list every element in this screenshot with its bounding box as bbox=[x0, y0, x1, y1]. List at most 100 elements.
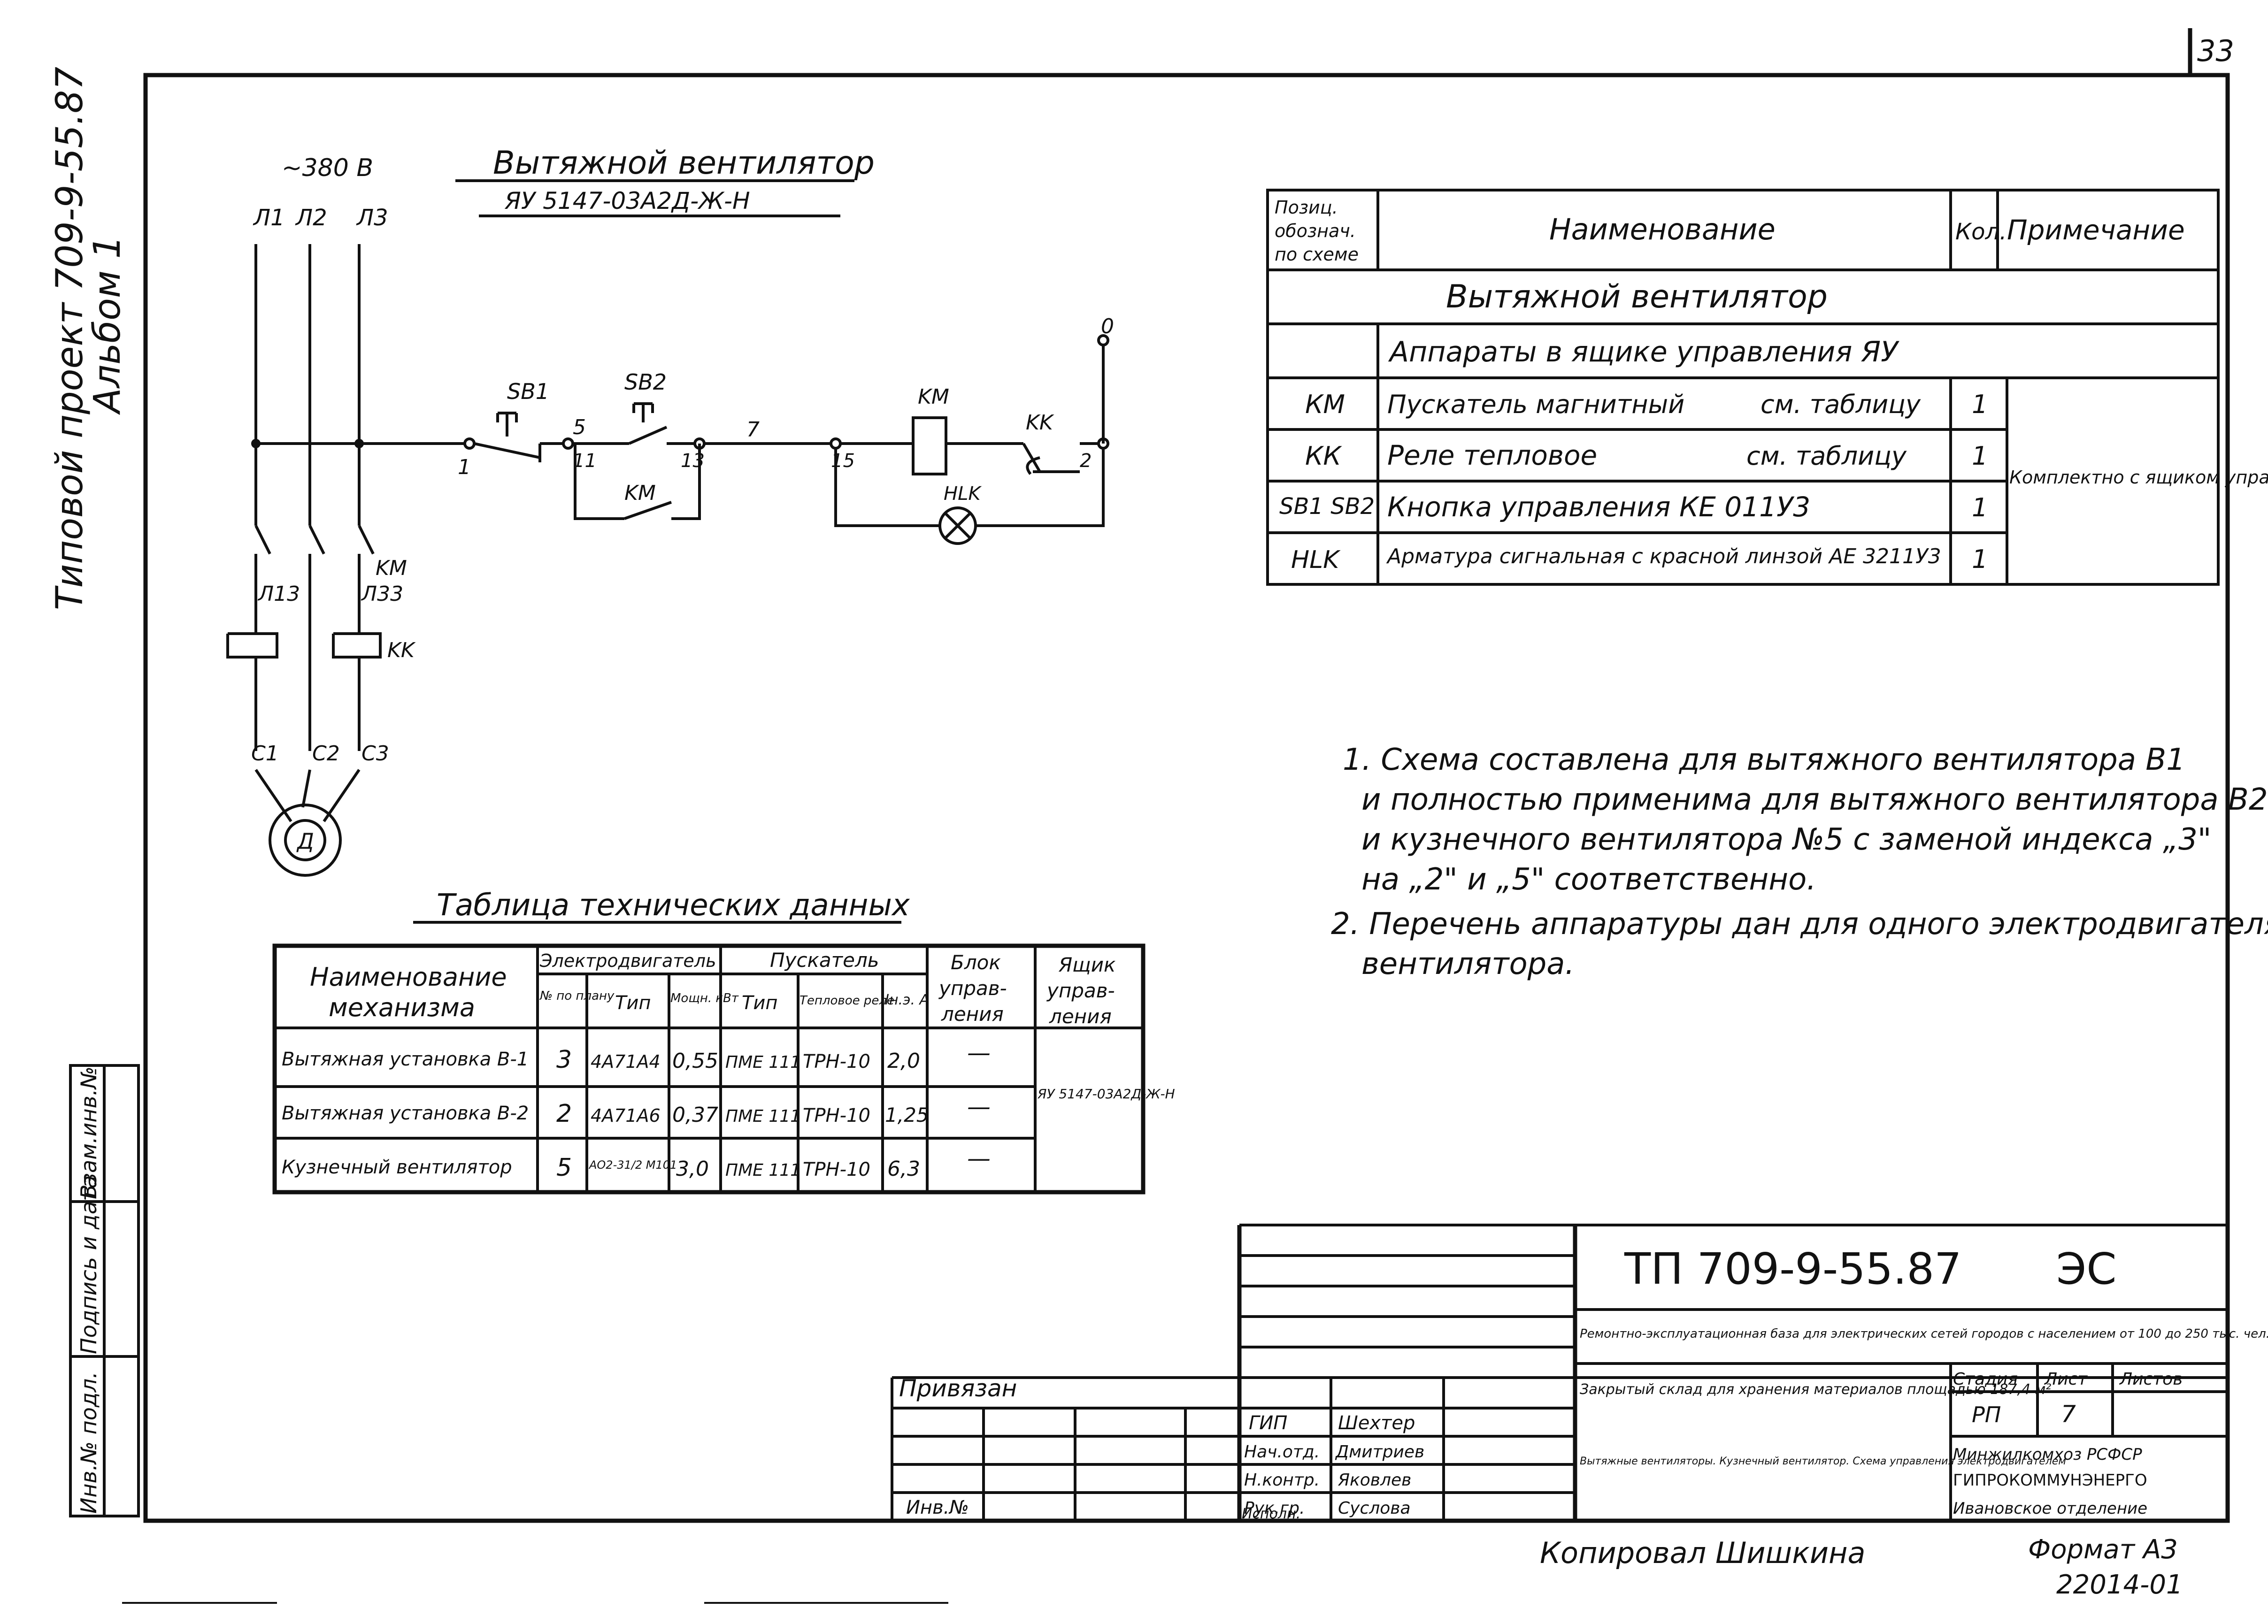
schematic-voltage: ~380 В bbox=[282, 154, 373, 182]
spec-h-name: Наименование bbox=[1549, 212, 1776, 246]
tech-table: Таблица технических данных Наименование … bbox=[272, 888, 1175, 1195]
note-line-3: и кузнечного вентилятора №5 с заменой ин… bbox=[1361, 822, 2211, 857]
node-2: 2 bbox=[1080, 450, 1092, 472]
km-coil bbox=[912, 416, 947, 475]
tb-sheet-title: Вытяжные вентиляторы. Кузнечный вентилят… bbox=[1580, 1455, 2066, 1467]
spec-h-qty: Кол. bbox=[1955, 219, 2007, 245]
motor-lead-c3: С3 bbox=[361, 742, 389, 766]
tb-sheet-h: Лист bbox=[2044, 1370, 2088, 1389]
spec-h-pos-1: Позиц. bbox=[1275, 197, 1338, 218]
schematic-title: Вытяжной вентилятор bbox=[493, 145, 875, 182]
spec-row-km-qty: 1 bbox=[1972, 390, 1988, 419]
spec-row-km-name: Пускатель магнитный bbox=[1387, 390, 1684, 419]
spec-row-hlk-pos: HLK bbox=[1291, 546, 1341, 574]
spec-row-kk-name: Реле тепловое bbox=[1387, 439, 1597, 471]
tb-org-1: Минжилкомхоз РСФСР bbox=[1953, 1445, 2142, 1464]
spec-h-note: Примечание bbox=[2007, 214, 2185, 246]
spec-row-km-pos: КМ bbox=[1305, 390, 1345, 419]
sb1-label: SB1 bbox=[507, 379, 549, 404]
spec-row-hlk-name: Арматура сигнальная с красной линзой АЕ … bbox=[1386, 544, 1941, 568]
node-11: 11 bbox=[573, 450, 597, 472]
tech-h-kw: Мощн. кВт bbox=[670, 991, 739, 1005]
tb-code: ТП 709-9-55.87 bbox=[1624, 1244, 1962, 1294]
tech-r2-relay: ТРН-10 bbox=[803, 1105, 870, 1126]
tb-name-1: Шехтер bbox=[1338, 1412, 1415, 1434]
tb-mark: ЭС bbox=[2056, 1244, 2116, 1294]
side-project-title: Типовой проект 709-9-55.87 bbox=[49, 67, 91, 610]
left-stamp: Инв.№ подл. Подпись и дата Взам.инв.№ bbox=[69, 1064, 140, 1517]
schematic-subtitle: ЯУ 5147-03А2Д-Ж-Н bbox=[504, 187, 750, 214]
tb-name-3: Яковлев bbox=[1338, 1471, 1411, 1490]
tb-sheet: 7 bbox=[2061, 1401, 2076, 1428]
tech-r1-i: 2,0 bbox=[887, 1049, 920, 1073]
motor-letter: Д bbox=[296, 828, 314, 854]
tech-h-block-2: управ- bbox=[938, 977, 1007, 1000]
tech-r1-relay: ТРН-10 bbox=[803, 1051, 870, 1072]
tech-r2-type: 4А71А6 bbox=[591, 1105, 661, 1126]
tech-r1-no: 3 bbox=[556, 1046, 572, 1074]
tech-r1-block: — bbox=[967, 1039, 991, 1066]
node-5: 5 bbox=[573, 415, 586, 439]
contact-label-l33: Л33 bbox=[361, 582, 403, 606]
node-13: 13 bbox=[681, 450, 705, 472]
tb-role-nach: Нач.отд. bbox=[1244, 1442, 1320, 1462]
tech-r2-kw: 0,37 bbox=[672, 1103, 718, 1127]
tb-object: Закрытый склад для хранения материалов п… bbox=[1580, 1381, 2051, 1398]
tech-h-no: № по плану bbox=[539, 989, 615, 1003]
spec-h-pos-2: обознач. bbox=[1275, 221, 1356, 241]
tb-role-gip: ГИП bbox=[1249, 1412, 1287, 1434]
tech-r3-name: Кузнечный вентилятор bbox=[282, 1157, 512, 1178]
spec-note: Комплектно с ящиком управления ЯУ bbox=[2009, 467, 2268, 488]
tech-r1-name: Вытяжная установка В-1 bbox=[282, 1049, 529, 1070]
tech-r3-relay: ТРН-10 bbox=[803, 1159, 870, 1180]
tb-name-2: Дмитриев bbox=[1335, 1442, 1424, 1462]
page-number: 33 bbox=[2197, 34, 2234, 68]
node-7: 7 bbox=[746, 418, 760, 442]
tech-r3-block: — bbox=[967, 1145, 991, 1172]
spec-row-kk-pos: КК bbox=[1305, 441, 1342, 471]
control-schematic: ~380 В Вытяжной вентилятор ЯУ 5147-03А2Д… bbox=[226, 145, 1114, 877]
tb-sheets-h: Листов bbox=[2119, 1370, 2183, 1389]
hlk-label: HLK bbox=[944, 483, 982, 505]
tb-bound: Привязан bbox=[899, 1375, 1017, 1402]
note-line-5: 2. Перечень аппаратуры дан для одного эл… bbox=[1331, 907, 2268, 942]
tech-r1-st: ПМЕ 111 bbox=[725, 1053, 801, 1072]
tech-r3-st: ПМЕ 111 bbox=[725, 1161, 801, 1180]
tech-h-relay: Тепловое реле bbox=[800, 994, 894, 1008]
notes: 1. Схема составлена для вытяжного вентил… bbox=[1331, 743, 2268, 981]
tb-org-2: ГИПРОКОММУНЭНЕРГО bbox=[1953, 1471, 2147, 1490]
tb-stage: РП bbox=[1972, 1402, 2001, 1427]
tech-r3-no: 5 bbox=[556, 1154, 572, 1182]
spec-row-sb-name: Кнопка управления КЕ 011У3 bbox=[1387, 491, 1810, 523]
spec-h-pos-3: по схеме bbox=[1275, 244, 1359, 265]
tb-role-ispoln: Исполн. bbox=[1242, 1506, 1300, 1522]
tech-r2-block: — bbox=[967, 1093, 991, 1120]
archive-number: 22014-01 bbox=[2056, 1570, 2183, 1600]
tech-h-starter: Пускатель bbox=[770, 949, 879, 972]
tb-role-ruk: Рук.гр. bbox=[1244, 1499, 1305, 1518]
stamp-vzam-inv: Взам.инв.№ bbox=[76, 1066, 101, 1199]
node-1: 1 bbox=[458, 455, 471, 479]
tech-h-name-2: механизма bbox=[329, 993, 475, 1022]
tech-r1-kw: 0,55 bbox=[672, 1049, 718, 1073]
tb-stage-h: Стадия bbox=[1953, 1370, 2018, 1389]
tb-org-3: Ивановское отделение bbox=[1953, 1499, 2147, 1518]
note-line-2: и полностью применима для вытяжного вент… bbox=[1361, 782, 2268, 817]
tech-r2-name: Вытяжная установка В-2 bbox=[282, 1103, 529, 1124]
tech-h-type: Тип bbox=[615, 992, 651, 1014]
motor-symbol bbox=[269, 804, 342, 877]
spec-row-kk-ref: см. таблицу bbox=[1746, 441, 1907, 471]
phase-label-l1: Л1 bbox=[253, 205, 285, 231]
title-block: Привязан Инв.№ ГИП Нач.отд. Н.контр. Рук… bbox=[891, 1224, 2268, 1522]
note-line-4: на „2" и „5" соответственно. bbox=[1361, 862, 1816, 897]
tech-r3-type: АО2-31/2 М101 bbox=[588, 1158, 677, 1172]
kk-contact-label: KK bbox=[1026, 411, 1054, 435]
note-line-1: 1. Схема составлена для вытяжного вентил… bbox=[1343, 743, 2185, 777]
km-coil-label: KM bbox=[918, 385, 949, 409]
spec-row-sb-qty: 1 bbox=[1972, 493, 1988, 522]
tech-r1-type: 4А71А4 bbox=[591, 1051, 661, 1072]
stamp-signature-date: Подпись и дата bbox=[76, 1175, 101, 1354]
motor-lead-c2: С2 bbox=[312, 742, 340, 766]
kk-label-power: KK bbox=[387, 638, 416, 662]
